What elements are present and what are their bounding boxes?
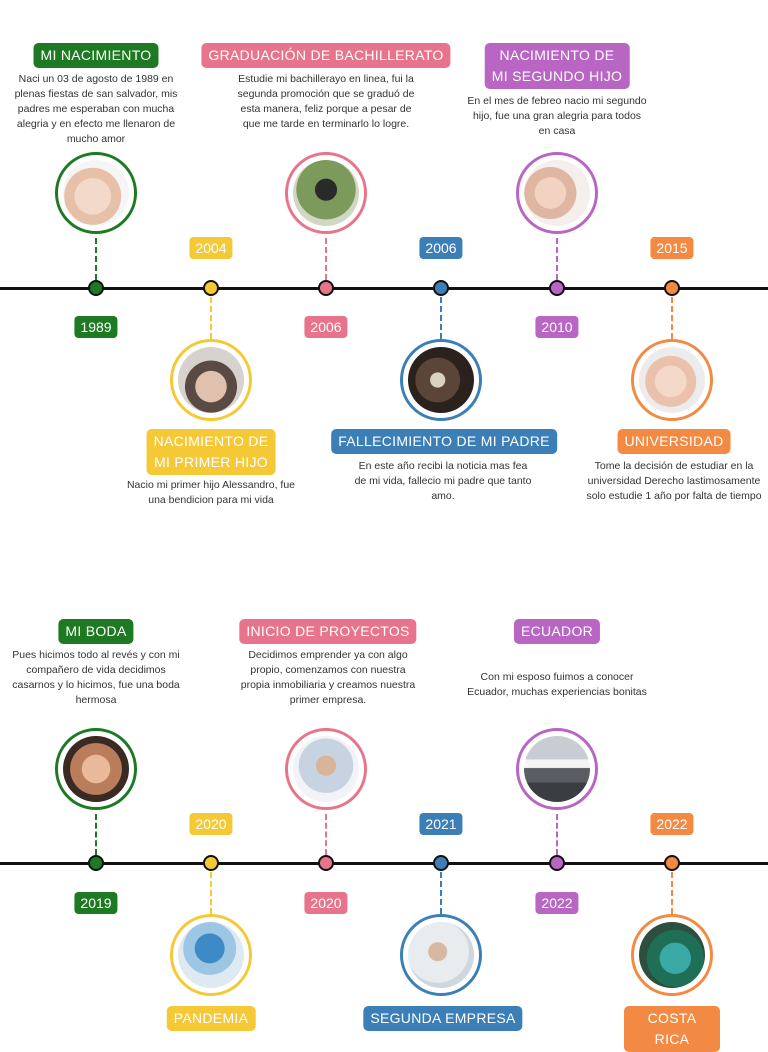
event-title-padre: FALLECIMIENTO DE MI PADRE bbox=[331, 429, 557, 454]
stem bbox=[440, 872, 442, 914]
year-badge: 2006 bbox=[304, 316, 348, 338]
timeline-dot[interactable] bbox=[433, 855, 449, 871]
timeline-dot[interactable] bbox=[88, 855, 104, 871]
timeline-dot[interactable] bbox=[664, 855, 680, 871]
baby-portrait-photo bbox=[631, 339, 713, 421]
globe-mask-photo bbox=[170, 914, 252, 996]
event-desc-universidad: Tome la decisión de estudiar en la unive… bbox=[586, 460, 762, 502]
event-title-graduacion: GRADUACIÓN DE BACHILLERATO bbox=[201, 43, 451, 68]
event-title-segunda-empresa: SEGUNDA EMPRESA bbox=[363, 1006, 523, 1031]
event-desc-boda: Pues hicimos todo al revés y con mi comp… bbox=[12, 649, 180, 706]
graduation-cap-photo bbox=[285, 152, 367, 234]
timeline-dot[interactable] bbox=[88, 280, 104, 296]
event-desc-segundo-hijo: En el mes de febreo nacio mi segundo hij… bbox=[467, 95, 647, 137]
mountain-volcano-photo bbox=[516, 728, 598, 810]
timeline-dot[interactable] bbox=[318, 855, 334, 871]
event-title-segundo-hijo: NACIMIENTO DE MI SEGUNDO HIJO bbox=[484, 43, 630, 89]
stem bbox=[325, 814, 327, 855]
year-badge: 2021 bbox=[419, 813, 463, 835]
business-handshake-photo bbox=[285, 728, 367, 810]
timeline-dot[interactable] bbox=[433, 280, 449, 296]
event-title-nacimiento: MI NACIMIENTO bbox=[33, 43, 159, 68]
baby-hands-photo bbox=[170, 339, 252, 421]
stem bbox=[671, 297, 673, 339]
year-badge: 2022 bbox=[535, 892, 579, 914]
stem bbox=[210, 872, 212, 914]
tropical-beach-photo bbox=[631, 914, 713, 996]
stem bbox=[210, 297, 212, 339]
timeline-dot[interactable] bbox=[318, 280, 334, 296]
year-badge: 2004 bbox=[189, 237, 233, 259]
sleeping-baby-photo bbox=[516, 152, 598, 234]
timeline-dot[interactable] bbox=[549, 280, 565, 296]
stem bbox=[440, 297, 442, 339]
event-desc-padre: En este año recibi la noticia mas fea de… bbox=[354, 460, 532, 502]
event-title-boda: MI BODA bbox=[58, 619, 134, 644]
stem bbox=[325, 238, 327, 280]
event-title-ecuador: ECUADOR bbox=[513, 619, 601, 644]
event-title-primer-hijo: NACIMIENTO DE MI PRIMER HIJO bbox=[146, 429, 276, 475]
year-badge: 2015 bbox=[650, 237, 694, 259]
year-badge: 2019 bbox=[74, 892, 118, 914]
funeral-flowers-photo bbox=[400, 339, 482, 421]
year-badge: 2020 bbox=[304, 892, 348, 914]
timeline-line-1 bbox=[0, 287, 768, 290]
year-badge: 2010 bbox=[535, 316, 579, 338]
wedding-hands-photo bbox=[55, 728, 137, 810]
stem bbox=[556, 238, 558, 280]
timeline-dot[interactable] bbox=[549, 855, 565, 871]
stem bbox=[556, 814, 558, 855]
event-title-costa-rica: COSTA RICA bbox=[624, 1006, 720, 1052]
newborn-baby-photo bbox=[55, 152, 137, 234]
event-title-pandemia: PANDEMIA bbox=[166, 1006, 256, 1031]
timeline-dot[interactable] bbox=[203, 280, 219, 296]
year-badge: 1989 bbox=[74, 316, 118, 338]
year-badge: 2022 bbox=[650, 813, 694, 835]
year-badge: 2020 bbox=[189, 813, 233, 835]
event-desc-graduacion: Estudie mi bachillerayo en linea, fui la… bbox=[237, 73, 415, 130]
event-desc-ecuador: Con mi esposo fuimos a conocer Ecuador, … bbox=[467, 671, 647, 698]
timeline-line-2 bbox=[0, 862, 768, 865]
architect-plans-photo bbox=[400, 914, 482, 996]
timeline-dot[interactable] bbox=[203, 855, 219, 871]
timeline-dot[interactable] bbox=[664, 280, 680, 296]
event-desc-proyectos: Decidimos emprender ya con algo propio, … bbox=[240, 649, 416, 706]
year-badge: 2006 bbox=[419, 237, 463, 259]
stem bbox=[95, 238, 97, 280]
event-desc-primer-hijo: Nacio mi primer hijo Alessandro, fue una… bbox=[126, 479, 296, 506]
stem bbox=[95, 814, 97, 855]
event-title-proyectos: INICIO DE PROYECTOS bbox=[239, 619, 417, 644]
stem bbox=[671, 872, 673, 914]
event-title-universidad: UNIVERSIDAD bbox=[617, 429, 731, 454]
event-desc-nacimiento: Naci un 03 de agosto de 1989 en plenas f… bbox=[14, 73, 178, 145]
